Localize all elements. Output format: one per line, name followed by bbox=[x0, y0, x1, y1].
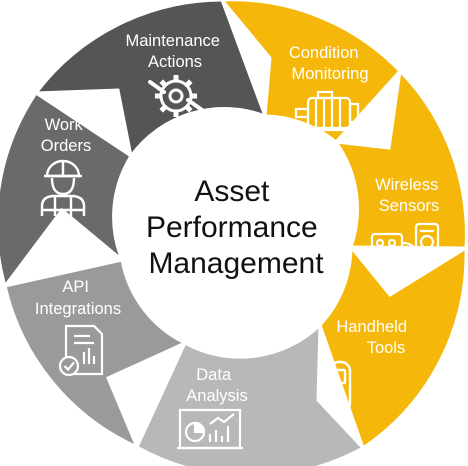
electric-motor-icon bbox=[294, 90, 360, 132]
label-handheld-tools-line-1: Handheld bbox=[336, 318, 407, 336]
label-maintenance-actions-line-2: Actions bbox=[148, 53, 202, 71]
label-handheld-tools-line-2: Tools bbox=[367, 339, 406, 357]
label-condition-monitoring: Condition Monitoring bbox=[289, 44, 369, 83]
center-hub bbox=[123, 119, 349, 345]
label-handheld-tools: Handheld Tools bbox=[336, 318, 411, 357]
worker-hardhat-icon bbox=[40, 159, 86, 216]
segment-data-analysis bbox=[135, 321, 366, 466]
label-wireless-sensors: Wireless Sensors bbox=[375, 176, 443, 215]
label-data-analysis-line-1: Data bbox=[196, 366, 232, 384]
wireless-sensor-devices-icon bbox=[370, 222, 440, 264]
handheld-probe-icon bbox=[328, 360, 352, 419]
segment-maintenance-actions bbox=[32, 0, 268, 160]
label-condition-monitoring-line-2: Monitoring bbox=[291, 65, 368, 83]
label-work-orders-line-2: Orders bbox=[41, 137, 91, 155]
document-check-icon bbox=[58, 324, 104, 377]
center-title: Asset Performance Management bbox=[146, 175, 326, 280]
label-condition-monitoring-line-1: Condition bbox=[289, 44, 359, 62]
label-maintenance-actions-line-1: Maintenance bbox=[125, 32, 219, 50]
label-api-integrations: API Integrations bbox=[35, 278, 121, 318]
label-wireless-sensors-line-1: Wireless bbox=[375, 176, 438, 194]
center-title-line-3: Management bbox=[148, 247, 324, 280]
label-api-integrations-line-1: API bbox=[62, 278, 89, 296]
label-data-analysis-line-2: Analysis bbox=[186, 387, 247, 405]
analytics-screen-icon bbox=[177, 408, 243, 450]
label-work-orders: Work Orders bbox=[41, 116, 91, 155]
segment-condition-monitoring bbox=[220, 0, 403, 145]
label-data-analysis: Data Analysis bbox=[186, 366, 247, 405]
center-title-line-2: Performance bbox=[146, 211, 318, 244]
label-wireless-sensors-line-2: Sensors bbox=[379, 197, 440, 215]
label-work-orders-line-1: Work bbox=[45, 116, 84, 134]
gear-wrench-icon bbox=[148, 75, 204, 117]
label-api-integrations-line-2: Integrations bbox=[35, 300, 121, 318]
segment-handheld-tools bbox=[318, 242, 468, 451]
center-title-line-1: Asset bbox=[194, 175, 270, 208]
label-maintenance-actions: Maintenance Actions bbox=[125, 32, 224, 71]
